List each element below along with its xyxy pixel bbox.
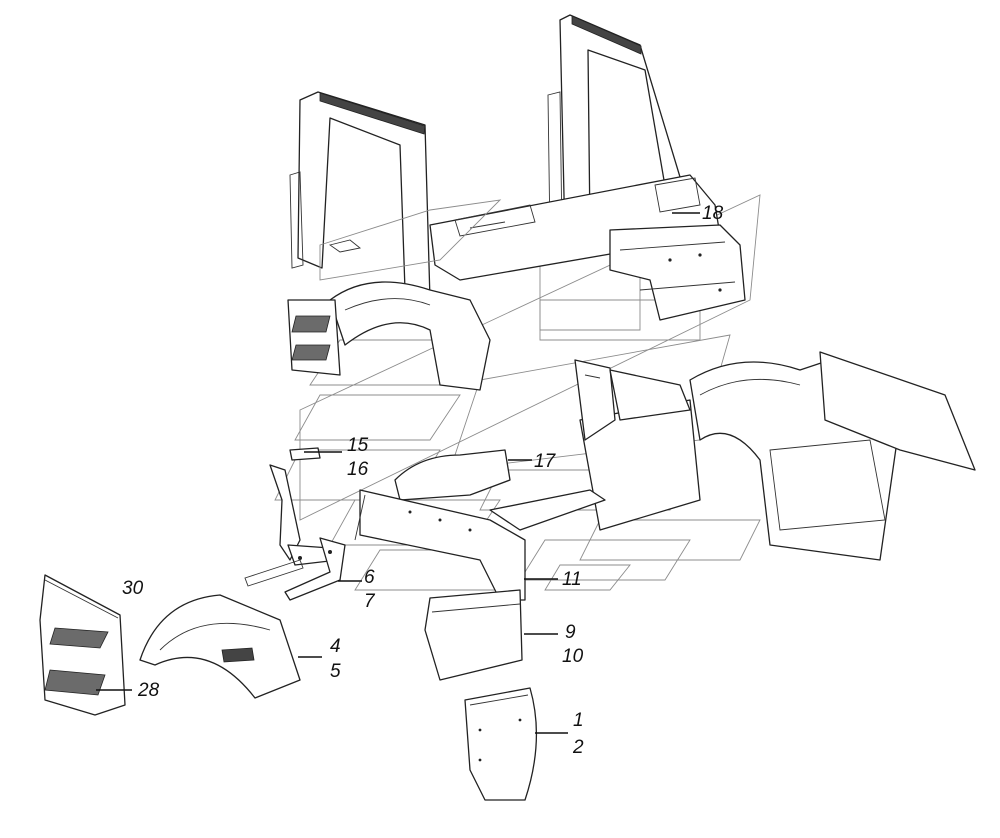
part-9-10-flap (424, 589, 523, 681)
rivet (698, 253, 702, 257)
label-9: 9 (565, 622, 576, 643)
part-17-lower-panel (489, 489, 606, 531)
label-16: 16 (347, 459, 369, 480)
callout-labels: 18 15 16 17 6 7 11 9 10 4 5 1 2 28 30 (122, 203, 724, 758)
part-17-panel (394, 449, 511, 501)
part-1-2-lower-flap (464, 687, 538, 801)
label-2: 2 (572, 737, 584, 758)
label-17: 17 (534, 451, 557, 472)
label-4: 4 (330, 636, 341, 657)
part-15-bracket (289, 447, 321, 461)
label-6: 6 (364, 567, 375, 588)
rivet (718, 288, 722, 292)
label-1: 1 (573, 710, 584, 731)
label-11: 11 (562, 569, 582, 590)
label-30: 30 (122, 578, 144, 599)
part-28-30-step-unit (39, 574, 126, 716)
leader-lines (96, 212, 700, 734)
label-7: 7 (364, 591, 376, 612)
right-wheel-arch-assembly (574, 351, 976, 561)
label-18: 18 (702, 203, 724, 224)
part-6-7-support-bracket (244, 464, 346, 601)
cab-frame (287, 14, 746, 391)
label-15: 15 (347, 435, 369, 456)
part-4-5-front-fender (139, 594, 301, 699)
label-28: 28 (137, 680, 160, 701)
label-5: 5 (330, 661, 341, 682)
rivet (668, 258, 672, 262)
label-10: 10 (562, 646, 584, 667)
